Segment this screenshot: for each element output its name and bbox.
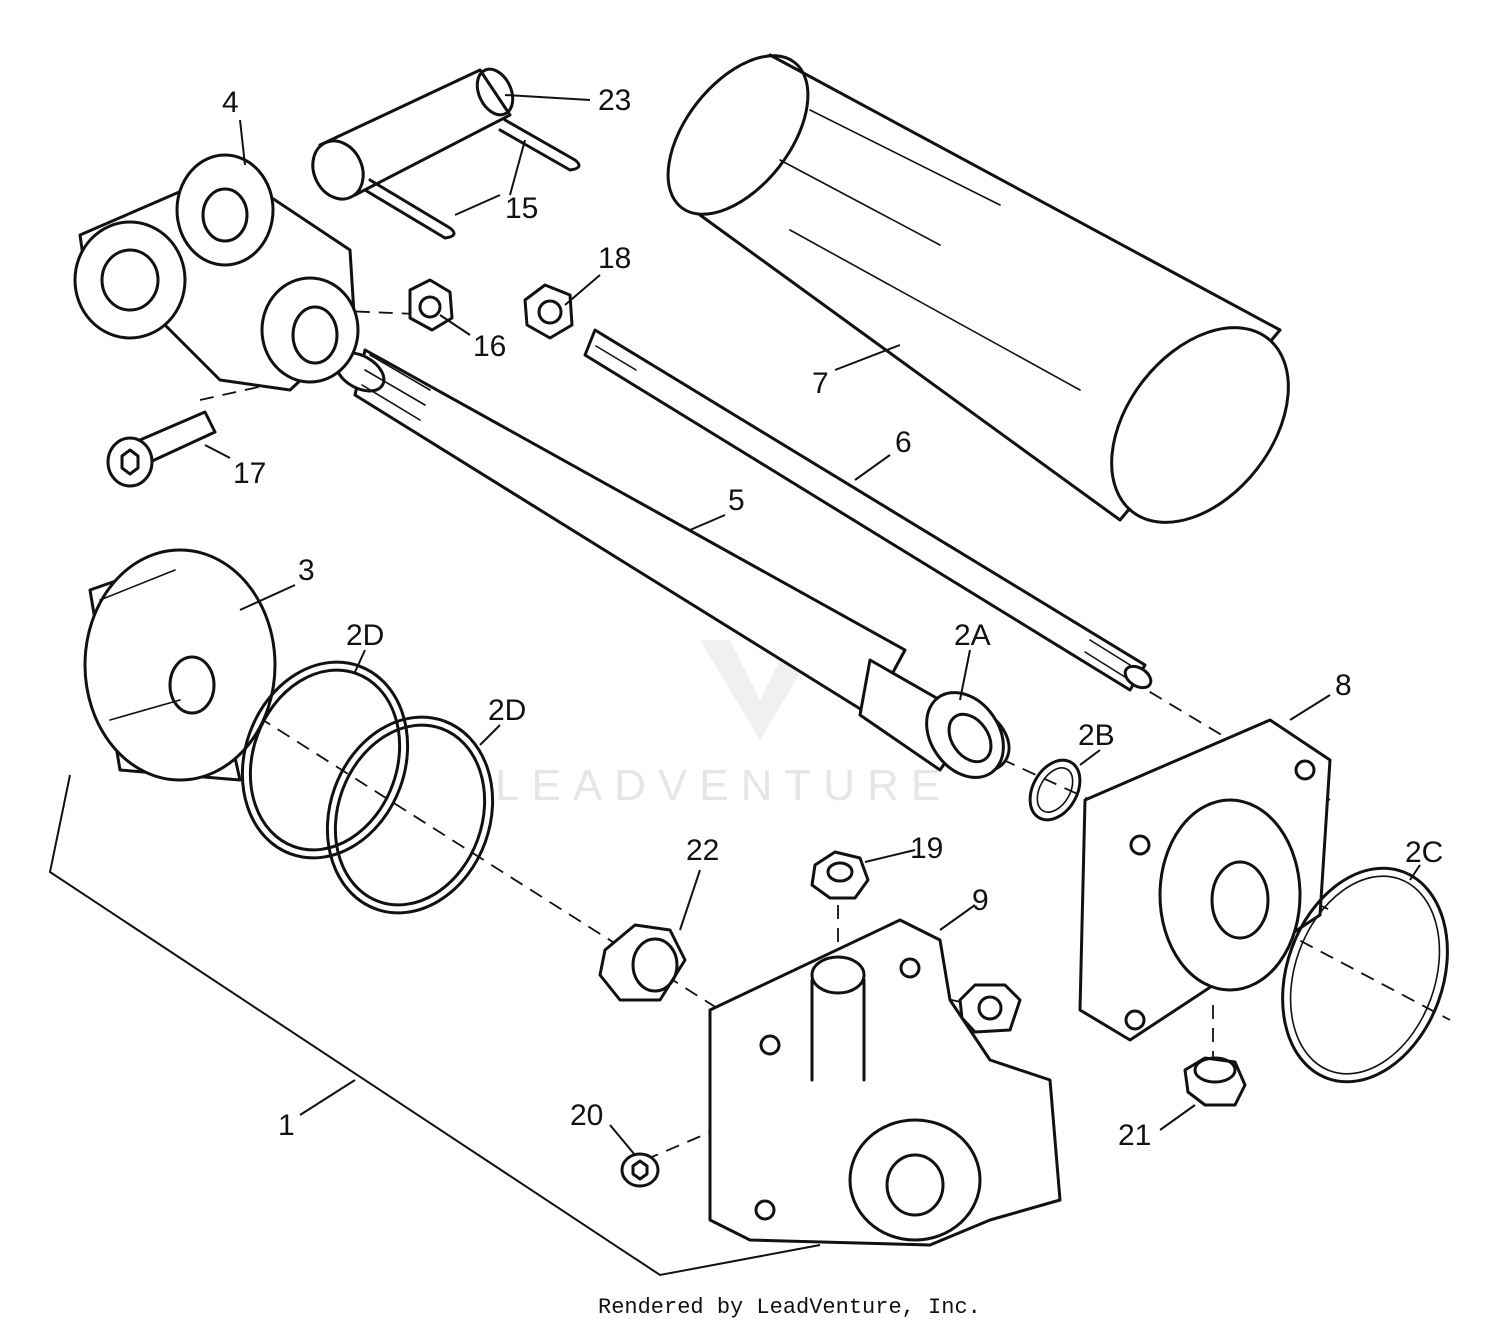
part-2D-o-rings <box>240 660 495 915</box>
part-2A-seal <box>925 691 1005 779</box>
part-7-cylinder-tube <box>666 53 1290 524</box>
credit-text: Rendered by LeadVenture, Inc. <box>598 1295 981 1320</box>
part-3-piston <box>83 548 277 782</box>
callout-labels: 4 23 15 18 16 7 6 17 5 3 2D 2A 8 2D 2B 2… <box>222 84 1443 1152</box>
callout-19: 19 <box>910 832 943 865</box>
part-15-cotter-pins <box>363 118 581 240</box>
callout-8: 8 <box>1335 669 1352 702</box>
callout-22: 22 <box>686 834 719 867</box>
callout-23: 23 <box>598 84 631 117</box>
callout-7: 7 <box>812 367 829 400</box>
callout-2D-second: 2D <box>488 694 526 727</box>
part-23-pin <box>311 67 515 201</box>
callout-6: 6 <box>895 426 912 459</box>
part-19-fitting <box>810 850 870 900</box>
callout-16: 16 <box>473 330 506 363</box>
part-21-fitting <box>1183 1056 1247 1107</box>
callout-3: 3 <box>298 554 315 587</box>
part-18-nut <box>523 283 574 340</box>
part-2C-o-ring <box>1281 866 1449 1084</box>
callout-2B: 2B <box>1078 719 1115 752</box>
callout-21: 21 <box>1118 1119 1151 1152</box>
callout-4: 4 <box>222 86 239 119</box>
part-9-side-nut <box>958 983 1022 1034</box>
callout-2C: 2C <box>1405 836 1443 869</box>
callout-5: 5 <box>728 484 745 517</box>
callout-9: 9 <box>972 884 989 917</box>
part-8-end-cap <box>1078 718 1332 1042</box>
part-17-cap-screw <box>106 410 217 488</box>
part-6-tie-rod <box>583 328 1153 692</box>
part-4-clevis <box>73 153 360 392</box>
callout-15: 15 <box>505 192 538 225</box>
part-9-base-end <box>708 918 1062 1247</box>
callout-2D-first: 2D <box>346 619 384 652</box>
part-1-assembly-bracket <box>48 774 821 1277</box>
part-20-set-screw <box>620 1152 660 1188</box>
callout-1: 1 <box>278 1109 295 1142</box>
part-16-nut <box>408 278 454 332</box>
watermark-text: LEADVENTURE <box>495 761 952 810</box>
leader-lines <box>204 94 1421 1156</box>
callout-2A: 2A <box>954 619 991 652</box>
callout-17: 17 <box>233 457 266 490</box>
part-22-nut <box>598 923 687 1002</box>
callout-18: 18 <box>598 242 631 275</box>
part-2B-washer <box>1028 758 1082 822</box>
callout-20: 20 <box>570 1099 603 1132</box>
